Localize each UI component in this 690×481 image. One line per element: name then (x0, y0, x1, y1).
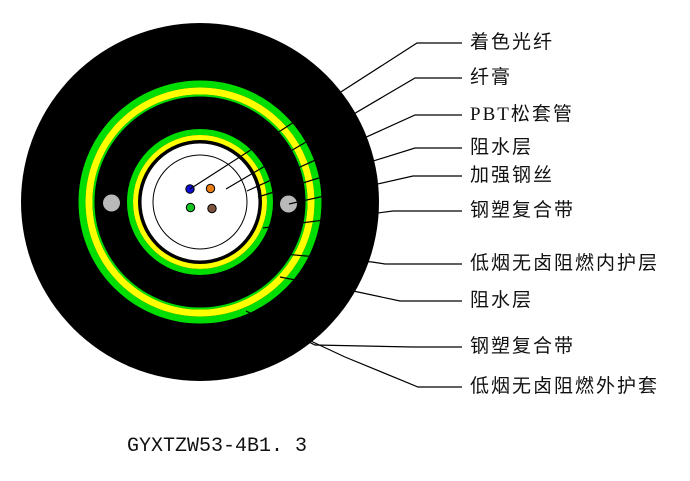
layer-label-inner-sheath: 低烟无卤阻燃内护层 (470, 253, 660, 274)
outer-tape-ring (78, 80, 322, 324)
layer-label-water-blocking-inner: 阻水层 (470, 137, 534, 158)
leader-line-fiber-gel (225, 77, 462, 190)
inner-water-ring (133, 135, 267, 269)
layer-label-steel-tape-outer: 钢塑复合带 (470, 336, 576, 357)
layer-label-fiber-gel: 纤膏 (470, 67, 513, 88)
inner-tape-ring (127, 129, 273, 275)
outer-tape-ring-inner-sliver (92, 94, 308, 310)
leader-line-colored-fiber (189, 42, 462, 190)
layer-label-steel-wire: 加强钢丝 (470, 165, 555, 186)
outer-water-ring (85, 87, 315, 317)
leader-line-water-blocking-outer (279, 276, 462, 302)
leader-line-steel-tape-inner (262, 210, 462, 229)
leader-line-water-blocking-inner (257, 147, 462, 198)
layer-label-water-blocking-outer: 阻水层 (470, 290, 534, 311)
layer-label-colored-fiber: 着色光纤 (470, 32, 555, 53)
leader-line-inner-sheath (261, 251, 462, 265)
leader-line-pbt-loose-tube (246, 114, 462, 192)
leader-line-outer-sheath (269, 321, 462, 388)
model-number: GYXTZW53-4B1. 3 (127, 435, 308, 458)
fiber-dot-green (185, 202, 196, 213)
pbt-loose-tube-circle (152, 154, 248, 250)
layer-label-outer-sheath: 低烟无卤阻燃外护套 (470, 376, 660, 397)
layer-label-steel-tape-inner: 钢塑复合带 (470, 200, 576, 221)
fiber-dot-orange (205, 183, 216, 194)
leader-line-steel-wire (288, 175, 462, 205)
layer-label-pbt-loose-tube: PBT松套管 (470, 104, 574, 125)
steel-wire-right (280, 195, 297, 213)
fiber-dot-brown (207, 203, 217, 214)
leader-line-steel-tape-outer (245, 310, 462, 348)
steel-wire-left (103, 194, 120, 212)
